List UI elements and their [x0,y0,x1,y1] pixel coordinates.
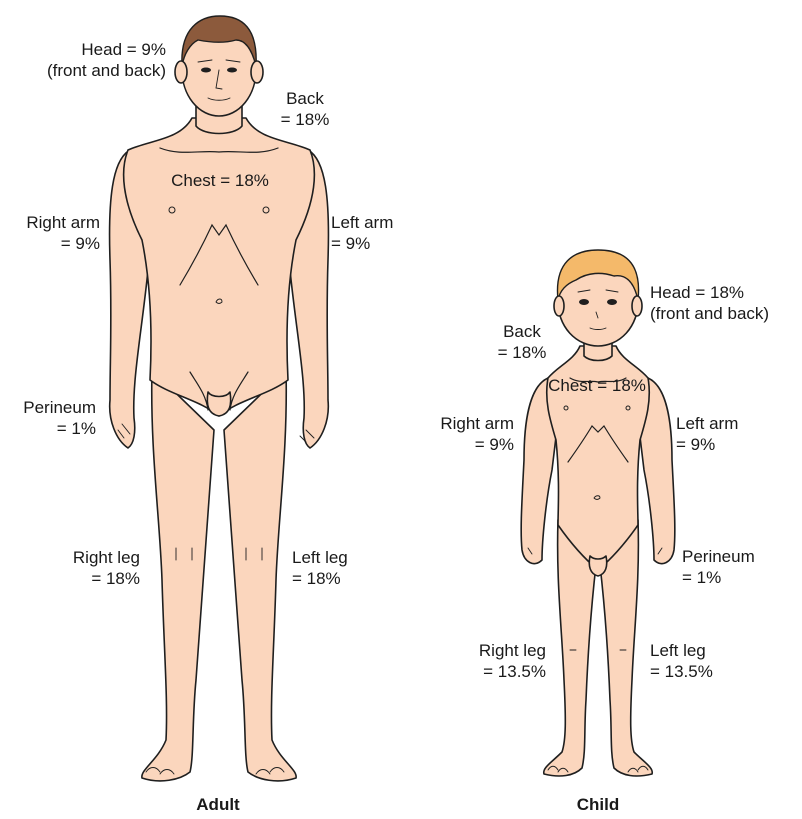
adult-right-ear [175,61,187,83]
child-back-label: Back= 18% [484,321,560,363]
child-left-leg-label: Left leg= 13.5% [650,640,750,682]
adult-chest-label: Chest = 18% [150,170,290,191]
adult-left-leg [224,370,296,781]
child-left-arm-label: Left arm= 9% [676,413,776,455]
adult-left-arm-label: Left arm= 9% [331,212,431,254]
child-right-leg-label: Right leg= 13.5% [446,640,546,682]
adult-caption: Adult [158,795,278,815]
adult-right-arm-label: Right arm= 9% [0,212,100,254]
child-caption: Child [538,795,658,815]
adult-left-leg-label: Left leg= 18% [292,547,392,589]
child-right-arm-label: Right arm= 9% [418,413,514,455]
child-perineum-label: Perineum= 1% [682,546,782,588]
adult-right-leg-label: Right leg= 18% [40,547,140,589]
adult-perineum-label: Perineum= 1% [0,397,96,439]
adult-left-ear [251,61,263,83]
adult-head-label: Head = 9%(front and back) [8,39,166,81]
adult-back-label: Back= 18% [270,88,340,130]
adult-figure [110,16,329,781]
child-chest-label: Chest = 18% [530,375,664,396]
child-head-label: Head = 18%(front and back) [650,282,800,324]
adult-right-leg [142,370,214,781]
adult-torso [124,118,315,416]
